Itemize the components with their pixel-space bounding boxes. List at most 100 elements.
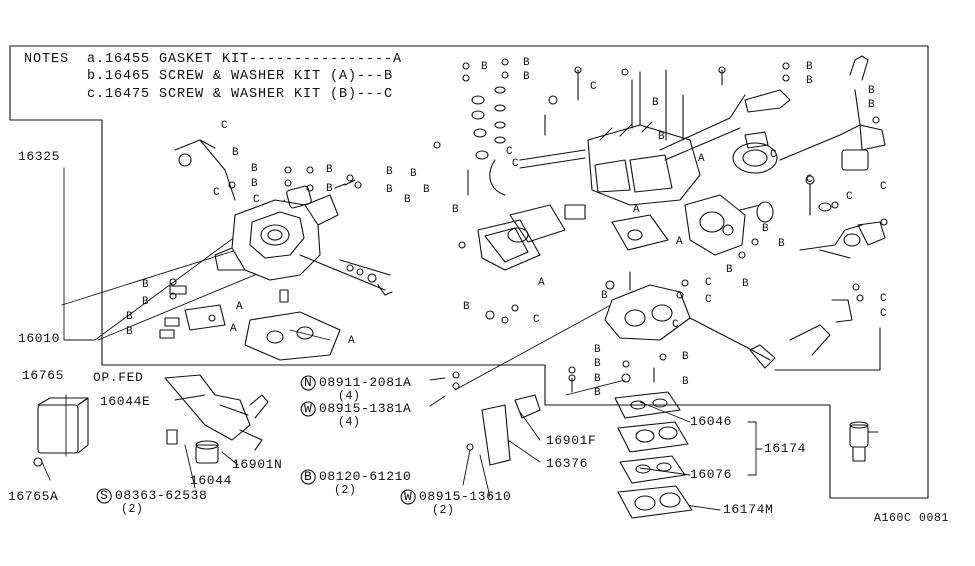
part-16376-label: 16376 [546, 456, 589, 471]
kit-ref-b: B [423, 184, 431, 196]
kit-ref-b: B [126, 326, 134, 338]
kit-ref-c: C [880, 308, 888, 320]
choke-assembly [684, 55, 886, 259]
kit-ref-b: B [326, 164, 334, 176]
kit-ref-c: C [770, 149, 778, 161]
carburetor-cover [489, 69, 746, 206]
part-16010-label: 16010 [18, 331, 61, 346]
op-fed-label: OP.FED [93, 370, 144, 385]
part-08915-13610-qty: (2) [432, 504, 455, 517]
prefix-b-label: B [304, 469, 313, 484]
prefix-circle [300, 401, 316, 417]
kit-ref-a: A [236, 301, 244, 313]
kit-ref-b: B [682, 376, 690, 388]
kit-ref-b: B [142, 296, 150, 308]
part-08911-qty: (4) [338, 390, 361, 403]
prefix-circle [400, 489, 416, 505]
part-08363-qty: (2) [121, 503, 144, 516]
prefix-s-label: S [100, 488, 109, 503]
notes-heading: NOTES [24, 52, 70, 67]
note-screw-washer-kit-b: c.16475 SCREW & WASHER KIT (B)---C [87, 87, 394, 102]
kit-ref-b: B [386, 184, 394, 196]
frame-lines [9, 45, 929, 499]
prefix-w-label: W [304, 401, 313, 416]
part-16765-label: 16765 [22, 368, 65, 383]
part-08363-62538-label: 08363-62538 [115, 488, 208, 503]
opfed-bracket [33, 374, 269, 467]
prefix-circle [300, 469, 316, 485]
kit-ref-c: C [705, 277, 713, 289]
kit-ref-b: B [868, 85, 876, 97]
kit-ref-b: B [682, 351, 690, 363]
prefix-circle [300, 375, 316, 391]
kit-ref-b: B [594, 358, 602, 370]
kit-ref-c: C [253, 194, 261, 206]
kit-ref-a: A [348, 335, 356, 347]
kit-ref-b: B [762, 223, 770, 235]
kit-ref-b: B [481, 61, 489, 73]
kit-ref-c: C [213, 187, 221, 199]
part-08120-qty: (2) [334, 484, 357, 497]
part-08120-61210-label: 08120-61210 [319, 469, 412, 484]
kit-ref-b: B [386, 166, 394, 178]
kit-ref-b: B [652, 97, 660, 109]
kit-ref-b: B [452, 204, 460, 216]
kit-ref-b: B [251, 178, 259, 190]
prefix-n-label: N [304, 375, 313, 390]
kit-ref-b: B [126, 311, 134, 323]
kit-ref-a: A [538, 277, 546, 289]
part-08915-13610-label: 08915-13610 [419, 489, 512, 504]
kit-ref-b: B [594, 387, 602, 399]
kit-ref-b: B [251, 163, 259, 175]
lower-gaskets-left [159, 285, 341, 361]
part-08915-1381A-label: 08915-1381A [319, 401, 412, 416]
kit-ref-b: B [806, 61, 814, 73]
kit-ref-b: B [658, 131, 666, 143]
hardware-screws [169, 58, 888, 393]
kit-ref-b: B [142, 279, 150, 291]
kit-ref-b: B [594, 373, 602, 385]
part-16046-label: 16046 [690, 414, 733, 429]
upper-gaskets [477, 204, 669, 271]
note-screw-washer-kit-a: b.16465 SCREW & WASHER KIT (A)---B [87, 69, 394, 84]
kit-ref-c: C [221, 120, 229, 132]
part-16325-label: 16325 [18, 149, 61, 164]
throttle-base [604, 271, 881, 371]
carburetor-main [174, 139, 393, 303]
kit-ref-b: B [806, 75, 814, 87]
note-gasket-kit: a.16455 GASKET KIT----------------A [87, 52, 403, 67]
kit-ref-b: B [410, 168, 418, 180]
bracket-16376 [466, 394, 541, 466]
kit-ref-b: B [523, 57, 531, 69]
part-08911-2081A-label: 08911-2081A [319, 375, 412, 390]
kit-ref-a: A [633, 204, 641, 216]
prefix-circle [96, 488, 112, 504]
part-16044-label: 16044 [190, 473, 233, 488]
kit-ref-a: A [676, 236, 684, 248]
kit-ref-c: C [533, 314, 541, 326]
kit-ref-b: B [523, 71, 531, 83]
kit-ref-b: B [594, 344, 602, 356]
kit-ref-b: B [463, 301, 471, 313]
kit-ref-c: C [506, 146, 514, 158]
diagram-code: A160C 0081 [874, 512, 950, 525]
part-16174M-label: 16174M [723, 502, 774, 517]
spacer-gaskets [614, 391, 693, 519]
kit-ref-b: B [778, 238, 786, 250]
kit-ref-c: C [672, 319, 680, 331]
kit-ref-b: B [232, 147, 240, 159]
kit-ref-b: B [868, 99, 876, 111]
kit-ref-c: C [705, 294, 713, 306]
kit-ref-c: C [512, 158, 520, 170]
part-16076-label: 16076 [690, 467, 733, 482]
kit-ref-a: A [230, 323, 238, 335]
kit-ref-b: B [742, 278, 750, 290]
kit-ref-c: C [880, 293, 888, 305]
part-16765A-label: 16765A [8, 489, 59, 504]
kit-ref-b: B [326, 183, 334, 195]
kit-ref-b: B [601, 290, 609, 302]
kit-ref-c: C [590, 81, 598, 93]
part-08915-1381A-qty: (4) [338, 416, 361, 429]
